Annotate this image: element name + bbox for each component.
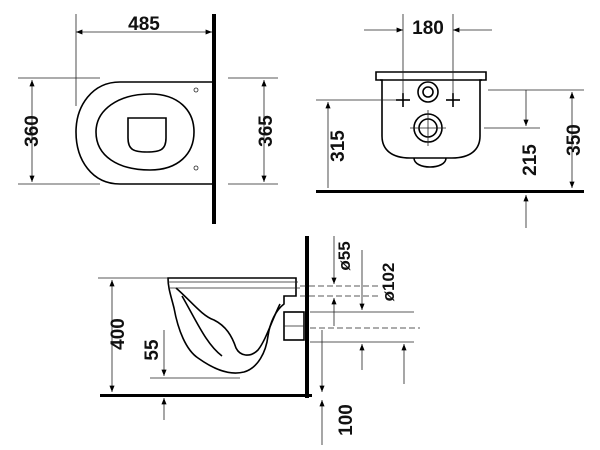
- dim-side-inner: 55: [142, 339, 163, 361]
- side-view: 400 55 ø55 ø102 100: [98, 236, 420, 445]
- top-view-fixing-hole: [193, 87, 199, 93]
- dim-front-width: 180: [412, 18, 444, 39]
- dim-front-height-right: 350: [564, 124, 585, 156]
- dim-top-depth-left: 360: [22, 115, 43, 147]
- dim-side-floor: 100: [336, 404, 357, 436]
- dim-side-diam-large: ø102: [379, 263, 398, 302]
- side-view-bowl-inner: [175, 287, 281, 356]
- top-view: 485 360 365: [18, 14, 278, 224]
- top-view-wall: [212, 14, 216, 224]
- dim-front-height-mid: 215: [520, 144, 541, 176]
- front-view-fitting-small: [417, 81, 439, 103]
- dim-top-depth-right: 365: [256, 115, 277, 147]
- dim-top-width: 485: [128, 14, 160, 35]
- top-view-outlet: [127, 117, 167, 153]
- dim-front-height-left: 315: [328, 130, 349, 162]
- top-view-bowl-inner: [95, 93, 195, 171]
- front-view: 180 315 215 350: [316, 14, 585, 228]
- side-view-wall: [305, 236, 309, 398]
- front-view-floor: [316, 190, 584, 193]
- side-view-bowl-outer: [167, 277, 297, 374]
- side-view-floor: [100, 394, 312, 397]
- front-view-fixing-cross: [396, 93, 410, 107]
- front-view-fixing-cross: [446, 93, 460, 107]
- dim-side-diam-small: ø55: [335, 241, 354, 270]
- dim-side-height: 400: [108, 318, 129, 350]
- front-view-outlet: [413, 157, 447, 168]
- front-view-bowl: [375, 71, 487, 159]
- top-view-bowl-outline: [75, 81, 212, 185]
- top-view-fixing-hole: [193, 165, 199, 171]
